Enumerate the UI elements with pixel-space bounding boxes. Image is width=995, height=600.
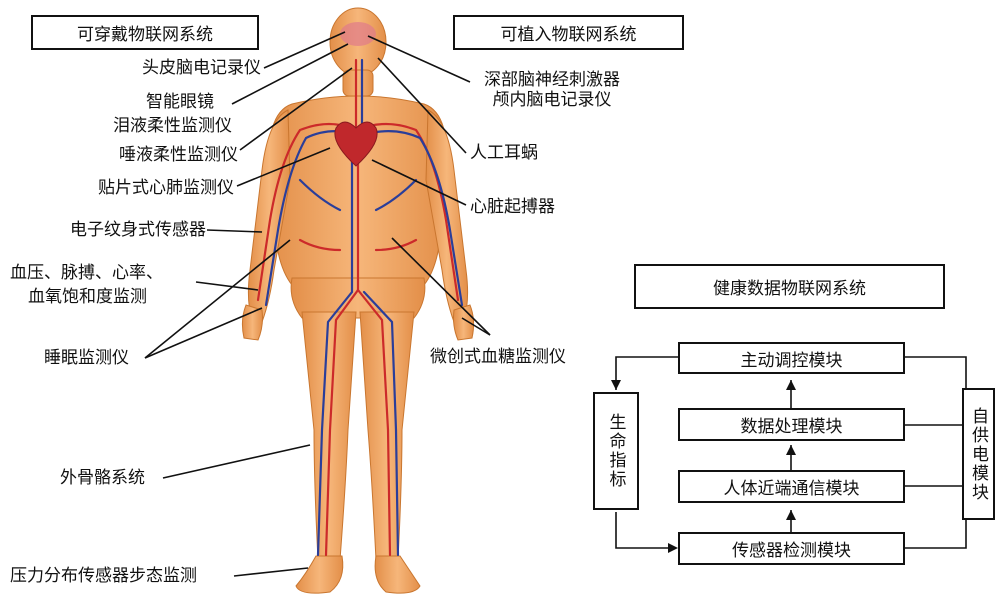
label-ieeg: 颅内脑电记录仪 (492, 90, 612, 110)
label-pacemaker: 心脏起搏器 (470, 197, 555, 217)
label-vitals-2: 血氧饱和度监测 (28, 287, 147, 307)
module-data-processing: 数据处理模块 (678, 408, 905, 441)
label-tear-monitor: 泪液柔性监测仪 (113, 116, 232, 136)
module-proximal-comm: 人体近端通信模块 (678, 470, 905, 503)
label-exoskeleton: 外骨骼系统 (60, 468, 145, 488)
blood-vessels (256, 58, 464, 557)
implantable-title: 可植入物联网系统 (500, 25, 637, 45)
callout-lines (144, 31, 491, 577)
health-iot-title: 健康数据物联网系统 (713, 279, 866, 299)
module-active-control-label: 主动调控模块 (740, 350, 843, 371)
vital-signs-box: 生命指标 (593, 392, 639, 510)
heart-shape (334, 121, 378, 167)
wearable-title: 可穿戴物联网系统 (77, 25, 213, 45)
module-sensor-detect-label: 传感器检测模块 (732, 541, 851, 561)
self-power-label: 自供电模块 (968, 406, 988, 502)
implantable-title-box: 可植入物联网系统 (453, 15, 684, 50)
wearable-title-box: 可穿戴物联网系统 (31, 15, 259, 50)
label-smart-glasses: 智能眼镜 (146, 92, 214, 112)
label-tattoo-sensor: 电子纹身式传感器 (70, 220, 206, 240)
vital-signs-label: 生命指标 (605, 413, 626, 489)
module-proximal-comm-label: 人体近端通信模块 (723, 479, 860, 499)
label-patch-monitor: 贴片式心肺监测仪 (98, 178, 234, 198)
label-dbs-ieeg: 深部脑神经刺激器 颅内脑电记录仪 (462, 70, 642, 110)
label-cgm: 微创式血糖监测仪 (430, 347, 566, 367)
self-power-box: 自供电模块 (962, 388, 995, 520)
label-cochlear: 人工耳蜗 (470, 143, 538, 163)
flow-arrows (615, 356, 967, 549)
body-silhouette (241, 7, 475, 594)
label-dbs: 深部脑神经刺激器 (484, 70, 620, 90)
module-data-processing-label: 数据处理模块 (740, 417, 843, 437)
label-gait-sensor: 压力分布传感器步态监测 (10, 566, 197, 586)
label-vitals-1: 血压、脉搏、心率、 (10, 263, 163, 283)
flow-arrowheads (611, 380, 796, 553)
brain-shape (340, 22, 376, 46)
label-saliva-monitor: 唾液柔性监测仪 (119, 145, 238, 165)
label-sleep-monitor: 睡眠监测仪 (44, 348, 129, 368)
label-eeg-scalp: 头皮脑电记录仪 (142, 58, 261, 78)
health-iot-title-box: 健康数据物联网系统 (634, 264, 945, 309)
module-sensor-detect: 传感器检测模块 (678, 532, 905, 565)
module-active-control: 主动调控模块 (678, 342, 905, 374)
